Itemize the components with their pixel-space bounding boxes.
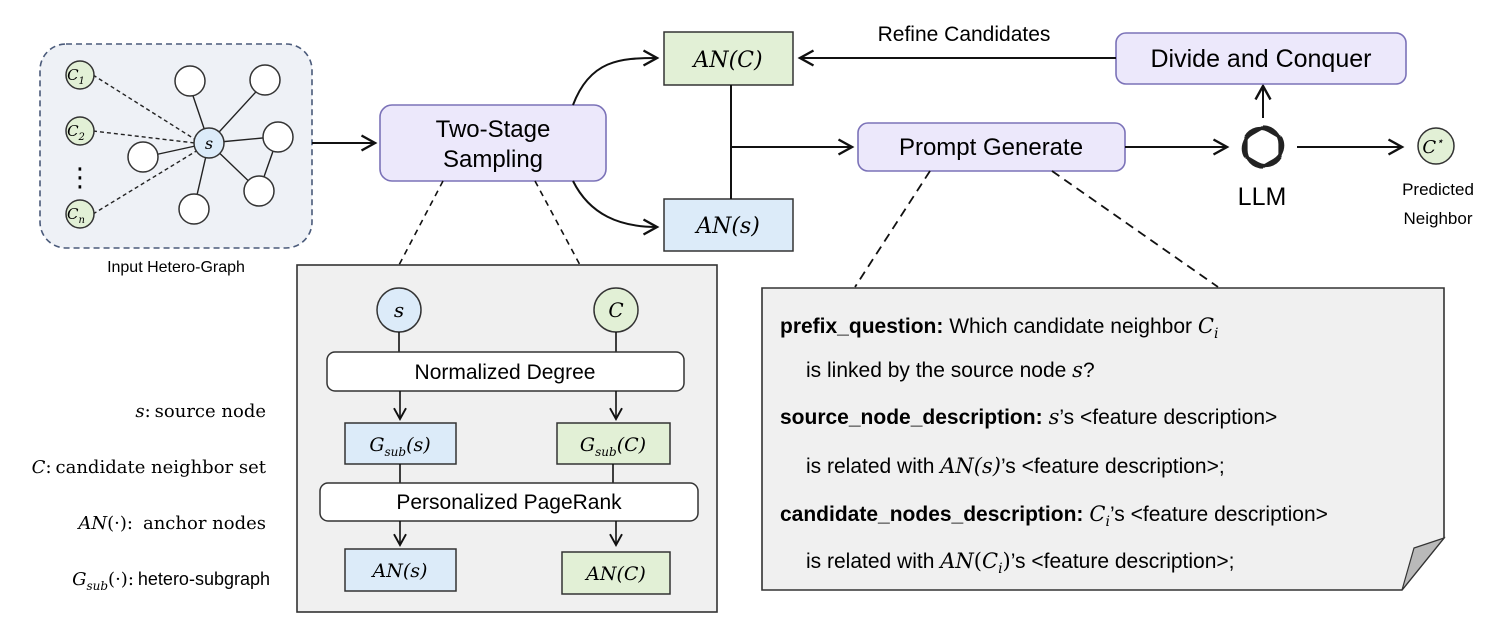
prompt-generate-label: Prompt Generate	[899, 134, 1083, 161]
source-node-label: s	[205, 134, 213, 153]
input-graph-label: Input Hetero-Graph	[107, 259, 245, 276]
personalized-pagerank-box	[319, 482, 699, 522]
predicted-neighbor-symbol: C⋆	[1422, 134, 1444, 158]
panel-an-s-label: AN(s)	[371, 560, 428, 582]
legend-item-source: s:source node	[135, 401, 266, 422]
prompt-panel-fold	[1401, 536, 1446, 591]
legend-item-anchor: AN(·):anchor nodes	[76, 513, 266, 534]
two-stage-sampling-line2: Sampling	[443, 146, 543, 173]
graph-node	[249, 64, 281, 96]
prompt-line-6: is related with AN(Ci)’s <feature descri…	[806, 549, 1235, 577]
two-stage-sampling-box	[379, 104, 607, 182]
llm-label: LLM	[1238, 183, 1287, 211]
panel-an-c-box	[561, 551, 671, 595]
graph-node	[127, 141, 159, 173]
refine-candidates-label: Refine Candidates	[878, 23, 1051, 46]
candidate-node-1-label: C1	[67, 66, 85, 87]
graph-node	[178, 193, 210, 225]
prompt-line-5: candidate_nodes_description:Ci’s <featur…	[780, 502, 1328, 530]
panel-source-node-label: s	[394, 298, 404, 322]
graph-node	[243, 175, 275, 207]
panel-an-c-label: AN(C)	[584, 563, 646, 585]
g-sub-c-box	[556, 422, 671, 465]
prompt-line-3: source_node_description:s’s <feature des…	[780, 405, 1277, 429]
arrow-sampling-to-an-s	[572, 180, 660, 236]
prompt-line-1: prefix_question: Which candidate neighbo…	[780, 314, 1218, 342]
legend: s:source node C:candidate neighbor set A…	[32, 401, 270, 593]
legend-item-candidate: C:candidate neighbor set	[32, 457, 267, 478]
candidate-node-2-label: C2	[67, 122, 85, 143]
input-graph-border	[39, 43, 313, 249]
g-sub-s-label: Gsub(s)	[369, 434, 430, 459]
g-sub-c-label: Gsub(C)	[580, 434, 646, 459]
prompt-line-4: is related with AN(s)’s <feature descrip…	[806, 454, 1225, 478]
an-s-box	[663, 198, 794, 252]
normalized-degree-box	[326, 351, 685, 392]
arrow-sampling-to-an-c	[572, 49, 660, 106]
an-s-box-label: AN(s)	[694, 214, 760, 239]
prompt-line-2: is linked by the source node s?	[806, 358, 1095, 382]
candidate-node-2	[65, 116, 95, 146]
candidate-node-1	[65, 60, 95, 90]
predicted-neighbor-node	[1417, 127, 1455, 165]
divide-and-conquer-label: Divide and Conquer	[1151, 45, 1372, 73]
g-sub-s-box	[344, 422, 457, 465]
normalized-degree-label: Normalized Degree	[415, 361, 596, 384]
panel-candidate-node-label: C	[608, 298, 623, 322]
predicted-label-line1: Predicted	[1402, 180, 1474, 199]
openai-logo-icon	[1241, 125, 1285, 169]
two-stage-sampling-line1: Two-Stage	[436, 116, 551, 143]
graph-node	[174, 65, 206, 97]
graph-node	[262, 121, 294, 153]
candidate-node-n-label: Cn	[67, 205, 85, 226]
candidate-ellipsis: ⋮	[67, 162, 93, 192]
legend-item-subgraph: Gsub(·):hetero-subgraph	[72, 569, 270, 593]
predicted-label-line2: Neighbor	[1404, 209, 1473, 228]
personalized-pagerank-label: Personalized PageRank	[396, 491, 622, 514]
an-c-box	[663, 31, 794, 86]
candidate-node-n	[65, 199, 95, 229]
panel-an-s-box	[344, 548, 457, 592]
input-hetero-graph: s C1 C2 ⋮ Cn Input Hetero-Graph	[39, 43, 313, 276]
an-c-box-label: AN(C)	[691, 48, 762, 73]
source-node	[193, 127, 225, 159]
